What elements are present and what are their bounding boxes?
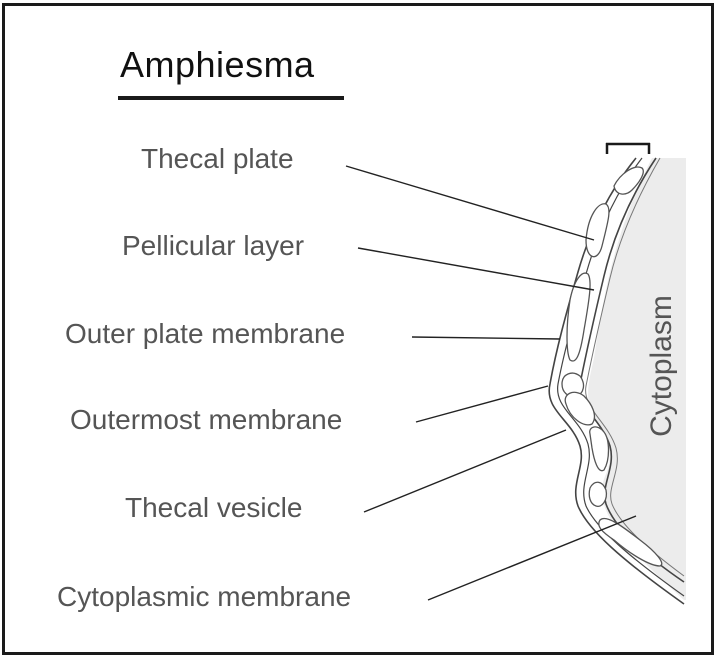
scale-bar xyxy=(605,142,651,154)
thecal-vesicle-8 xyxy=(598,517,663,567)
title-underline xyxy=(118,96,344,100)
thecal-vesicle-6 xyxy=(589,426,610,472)
diagram-title: Amphiesma xyxy=(120,44,315,85)
thecal-vesicle-5 xyxy=(564,391,596,426)
label-pellicular-layer: Pellicular layer xyxy=(122,230,305,261)
leader-outer-plate-membrane xyxy=(411,336,561,340)
thecal-vesicle-3 xyxy=(566,272,591,362)
leader-pellicular-layer xyxy=(357,247,595,291)
thecal-vesicles xyxy=(561,166,663,567)
label-cytoplasmic-membrane: Cytoplasmic membrane xyxy=(57,581,352,612)
label-outermost-membrane: Outermost membrane xyxy=(70,404,343,435)
leader-outermost-membrane xyxy=(415,385,549,423)
leader-thecal-plate xyxy=(345,165,595,241)
thecal-vesicle-4 xyxy=(561,372,585,398)
label-thecal-vesicle: Thecal vesicle xyxy=(125,492,303,523)
label-thecal-plate: Thecal plate xyxy=(141,143,294,174)
leader-cytoplasmic-membrane xyxy=(427,515,637,601)
label-cytoplasm: Cytoplasm xyxy=(645,295,678,437)
label-outer-plate-membrane: Outer plate membrane xyxy=(65,318,346,349)
thecal-vesicle-2 xyxy=(585,203,610,258)
figure-frame xyxy=(2,3,714,655)
thecal-vesicle-1 xyxy=(613,166,644,195)
outermost-membrane xyxy=(548,157,685,605)
leader-thecal-vesicle xyxy=(363,429,567,513)
thecal-vesicle-7 xyxy=(588,481,608,507)
